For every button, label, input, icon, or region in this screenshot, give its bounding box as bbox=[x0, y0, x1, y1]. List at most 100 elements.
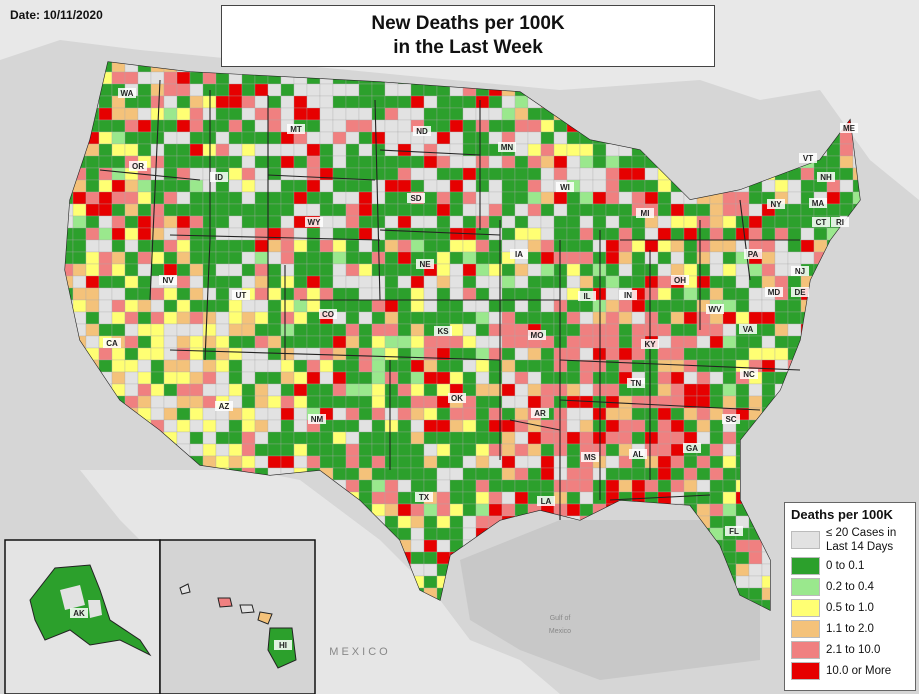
county-cell bbox=[150, 323, 165, 337]
county-cell bbox=[761, 179, 776, 193]
county-cell bbox=[293, 191, 308, 205]
svg-text:MD: MD bbox=[768, 288, 781, 297]
county-cell bbox=[774, 239, 789, 253]
county-cell bbox=[657, 263, 672, 277]
county-cell bbox=[618, 179, 633, 193]
county-cell bbox=[501, 383, 516, 397]
county-cell bbox=[631, 431, 646, 445]
county-cell bbox=[709, 287, 724, 301]
county-cell bbox=[267, 371, 282, 385]
county-cell bbox=[371, 83, 386, 97]
county-cell bbox=[579, 407, 594, 421]
county-cell bbox=[631, 263, 646, 277]
county-cell bbox=[332, 95, 347, 109]
county-cell bbox=[215, 215, 230, 229]
county-cell bbox=[358, 107, 373, 121]
county-cell bbox=[683, 287, 698, 301]
county-cell bbox=[280, 299, 295, 313]
county-cell bbox=[449, 359, 464, 373]
county-cell bbox=[514, 407, 529, 421]
county-cell bbox=[449, 191, 464, 205]
county-cell bbox=[631, 275, 646, 289]
county-cell bbox=[449, 467, 464, 481]
county-cell bbox=[527, 431, 542, 445]
county-cell bbox=[761, 323, 776, 337]
county-cell bbox=[111, 215, 126, 229]
county-cell bbox=[254, 83, 269, 97]
county-cell bbox=[280, 263, 295, 277]
county-cell bbox=[397, 455, 412, 469]
county-cell bbox=[670, 419, 685, 433]
county-cell bbox=[267, 131, 282, 145]
county-cell bbox=[540, 203, 555, 217]
county-cell bbox=[384, 119, 399, 133]
legend-item: 10.0 or More bbox=[791, 662, 909, 680]
county-cell bbox=[566, 443, 581, 457]
county-cell bbox=[267, 251, 282, 265]
county-cell bbox=[527, 359, 542, 373]
county-cell bbox=[98, 203, 113, 217]
county-cell bbox=[163, 251, 178, 265]
county-cell bbox=[124, 323, 139, 337]
county-cell bbox=[358, 431, 373, 445]
county-cell bbox=[371, 491, 386, 505]
county-cell bbox=[787, 239, 802, 253]
county-cell bbox=[657, 335, 672, 349]
county-cell bbox=[410, 179, 425, 193]
county-cell bbox=[540, 179, 555, 193]
county-cell bbox=[150, 383, 165, 397]
county-cell bbox=[423, 551, 438, 565]
state-label-il: IL bbox=[578, 291, 596, 301]
county-cell bbox=[111, 299, 126, 313]
county-cell bbox=[696, 323, 711, 337]
county-cell bbox=[371, 167, 386, 181]
county-cell bbox=[254, 251, 269, 265]
county-cell bbox=[475, 263, 490, 277]
county-cell bbox=[774, 251, 789, 265]
state-label-sc: SC bbox=[722, 414, 740, 424]
county-cell bbox=[345, 335, 360, 349]
county-cell bbox=[579, 371, 594, 385]
state-label-wa: WA bbox=[118, 88, 136, 98]
legend-label: 0.2 to 0.4 bbox=[826, 581, 874, 593]
county-cell bbox=[566, 467, 581, 481]
county-cell bbox=[384, 395, 399, 409]
county-cell bbox=[189, 443, 204, 457]
county-cell bbox=[163, 311, 178, 325]
county-cell bbox=[319, 263, 334, 277]
county-cell bbox=[722, 335, 737, 349]
county-cell bbox=[163, 227, 178, 241]
county-cell bbox=[579, 155, 594, 169]
county-cell bbox=[319, 347, 334, 361]
county-cell bbox=[410, 287, 425, 301]
county-cell bbox=[670, 227, 685, 241]
county-cell bbox=[501, 179, 516, 193]
county-cell bbox=[488, 191, 503, 205]
county-cell bbox=[267, 347, 282, 361]
county-cell bbox=[748, 563, 763, 577]
county-cell bbox=[241, 131, 256, 145]
county-cell bbox=[345, 299, 360, 313]
county-cell bbox=[241, 167, 256, 181]
county-cell bbox=[514, 479, 529, 493]
county-cell bbox=[475, 407, 490, 421]
county-cell bbox=[787, 191, 802, 205]
county-cell bbox=[566, 335, 581, 349]
county-cell bbox=[631, 299, 646, 313]
county-cell bbox=[98, 95, 113, 109]
county-cell bbox=[397, 239, 412, 253]
county-cell bbox=[618, 299, 633, 313]
state-label-ma: MA bbox=[809, 198, 827, 208]
county-cell bbox=[423, 311, 438, 325]
county-cell bbox=[501, 275, 516, 289]
county-cell bbox=[371, 395, 386, 409]
county-cell bbox=[345, 347, 360, 361]
county-cell bbox=[215, 227, 230, 241]
county-cell bbox=[436, 203, 451, 217]
county-cell bbox=[384, 323, 399, 337]
county-cell bbox=[683, 407, 698, 421]
county-cell bbox=[306, 167, 321, 181]
county-cell bbox=[306, 83, 321, 97]
county-cell bbox=[709, 275, 724, 289]
